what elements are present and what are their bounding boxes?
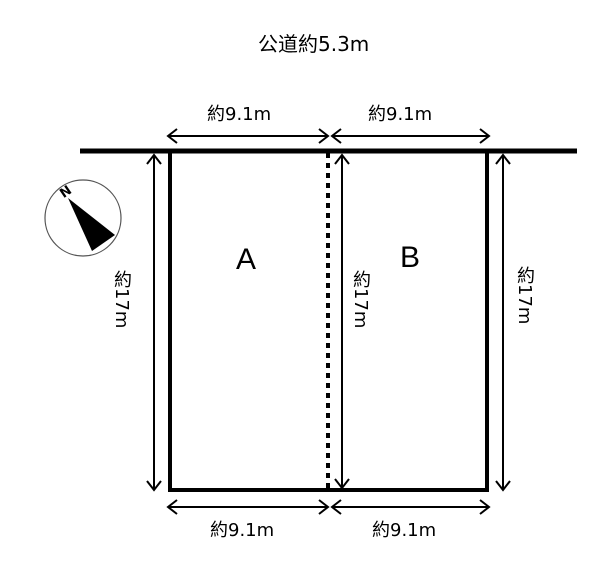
left-depth-label: 約17m bbox=[111, 270, 132, 329]
lot-outline bbox=[168, 149, 489, 492]
lot-a-top-width: 約9.1m bbox=[207, 104, 272, 125]
road-label: 公道約5.3m bbox=[258, 32, 370, 56]
lot-a-label: A bbox=[236, 243, 257, 276]
right-depth-label: 約17m bbox=[514, 266, 535, 325]
north-arrow-icon: N bbox=[44, 179, 122, 257]
middle-depth-label: 約17m bbox=[350, 270, 371, 329]
lot-b-label: B bbox=[400, 241, 421, 274]
lot-a-bottom-width: 約9.1m bbox=[210, 520, 275, 541]
lot-b-top-width: 約9.1m bbox=[368, 104, 433, 125]
lot-b-bottom-width: 約9.1m bbox=[372, 520, 437, 541]
